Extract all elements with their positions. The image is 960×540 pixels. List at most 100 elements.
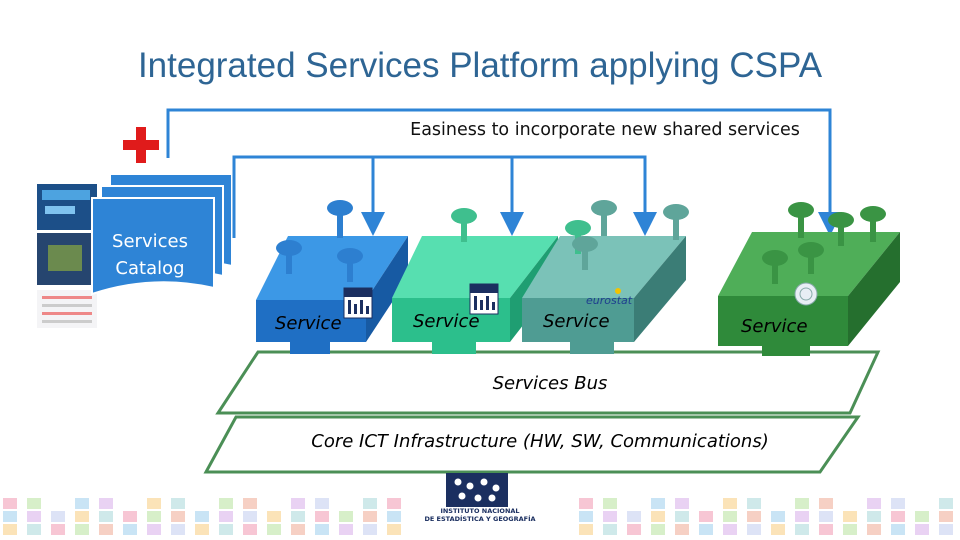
decorative-square bbox=[843, 511, 857, 522]
decorative-square bbox=[51, 511, 65, 522]
decorative-square bbox=[291, 524, 305, 535]
decorative-square bbox=[267, 524, 281, 535]
decorative-square bbox=[243, 511, 257, 522]
catalog-thumbnails bbox=[37, 184, 97, 328]
decorative-square bbox=[915, 511, 929, 522]
decorative-square bbox=[867, 524, 881, 535]
institution-name-line2: DE ESTADÍSTICA Y GEOGRAFÍA bbox=[424, 515, 536, 523]
services-catalog-line2: Catalog bbox=[115, 258, 185, 279]
decorative-square bbox=[939, 511, 953, 522]
decorative-square bbox=[339, 524, 353, 535]
services-bus-layer bbox=[215, 350, 881, 415]
decorative-square bbox=[627, 524, 641, 535]
decorative-square bbox=[819, 511, 833, 522]
eurostat-logo: eurostat bbox=[586, 288, 633, 307]
decorative-square bbox=[387, 524, 401, 535]
decorative-square bbox=[627, 511, 641, 522]
decorative-square bbox=[699, 511, 713, 522]
decorative-square bbox=[675, 511, 689, 522]
decorative-square bbox=[939, 498, 953, 509]
decorative-square bbox=[723, 524, 737, 535]
decorative-square bbox=[147, 524, 161, 535]
decorative-square bbox=[891, 524, 905, 535]
decorative-square bbox=[699, 524, 713, 535]
decorative-square bbox=[915, 524, 929, 535]
decorative-square bbox=[603, 524, 617, 535]
decorative-square bbox=[867, 498, 881, 509]
diagram-caption: Easiness to incorporate new shared servi… bbox=[410, 120, 800, 140]
decorative-square bbox=[387, 511, 401, 522]
core-infrastructure-label: Core ICT Infrastructure (HW, SW, Communi… bbox=[311, 431, 769, 452]
decorative-square bbox=[339, 511, 353, 522]
decorative-square bbox=[219, 524, 233, 535]
decorative-square bbox=[363, 511, 377, 522]
decorative-square bbox=[579, 498, 593, 509]
institution-name-line1: INSTITUTO NACIONAL bbox=[440, 507, 520, 515]
decorative-square bbox=[315, 511, 329, 522]
decorative-square bbox=[147, 498, 161, 509]
decorative-square bbox=[675, 524, 689, 535]
decorative-square bbox=[771, 511, 785, 522]
decorative-square bbox=[123, 524, 137, 535]
decorative-square bbox=[771, 524, 785, 535]
decorative-square bbox=[843, 524, 857, 535]
decorative-square bbox=[795, 511, 809, 522]
inegi-logo-1 bbox=[343, 287, 373, 319]
decorative-square bbox=[243, 498, 257, 509]
decorative-square bbox=[99, 524, 113, 535]
decorative-square bbox=[27, 511, 41, 522]
decorative-square bbox=[99, 498, 113, 509]
decorative-square bbox=[27, 498, 41, 509]
service-block-4[interactable] bbox=[718, 232, 900, 356]
institution-name: INSTITUTO NACIONAL DE ESTADÍSTICA Y GEOG… bbox=[400, 507, 560, 523]
decorative-square bbox=[651, 511, 665, 522]
service-label-1: Service bbox=[275, 313, 342, 334]
decorative-square bbox=[363, 498, 377, 509]
services-catalog-label[interactable]: Services Catalog bbox=[100, 228, 200, 282]
decorative-square bbox=[363, 524, 377, 535]
service-pegs bbox=[276, 200, 886, 284]
decorative-square bbox=[795, 524, 809, 535]
decorative-square bbox=[747, 498, 761, 509]
decorative-square bbox=[75, 524, 89, 535]
decorative-square bbox=[675, 498, 689, 509]
service-label-2: Service bbox=[413, 311, 480, 332]
decorative-square bbox=[939, 524, 953, 535]
inegi-logo-2 bbox=[469, 283, 499, 315]
decorative-square bbox=[27, 524, 41, 535]
decorative-square bbox=[171, 498, 185, 509]
decorative-square bbox=[723, 498, 737, 509]
service-label-3: Service bbox=[543, 311, 610, 332]
decorative-square bbox=[75, 511, 89, 522]
decorative-square bbox=[219, 511, 233, 522]
services-catalog-line1: Services bbox=[112, 231, 188, 252]
decorative-square bbox=[651, 498, 665, 509]
svg-text:eurostat: eurostat bbox=[586, 294, 633, 307]
decorative-square bbox=[795, 498, 809, 509]
decorative-square bbox=[819, 524, 833, 535]
decorative-square bbox=[315, 498, 329, 509]
decorative-color-strip bbox=[3, 498, 953, 535]
decorative-square bbox=[819, 498, 833, 509]
institution-logo bbox=[446, 473, 508, 507]
decorative-square bbox=[243, 524, 257, 535]
decorative-square bbox=[267, 511, 281, 522]
services-catalog-stack bbox=[91, 173, 233, 296]
decorative-square bbox=[891, 498, 905, 509]
decorative-square bbox=[171, 524, 185, 535]
decorative-square bbox=[123, 511, 137, 522]
decorative-square bbox=[3, 498, 17, 509]
decorative-square bbox=[291, 511, 305, 522]
core-infrastructure-layer bbox=[203, 415, 861, 474]
service-block-1[interactable] bbox=[256, 236, 408, 354]
plus-icon bbox=[123, 127, 159, 163]
decorative-square bbox=[291, 498, 305, 509]
service-block-3[interactable] bbox=[522, 236, 686, 354]
decorative-square bbox=[579, 511, 593, 522]
decorative-square bbox=[51, 524, 65, 535]
decorative-square bbox=[579, 524, 593, 535]
services-bus-label: Services Bus bbox=[492, 373, 608, 394]
slide-title: Integrated Services Platform applying CS… bbox=[137, 46, 823, 85]
un-emblem-logo bbox=[794, 282, 818, 306]
